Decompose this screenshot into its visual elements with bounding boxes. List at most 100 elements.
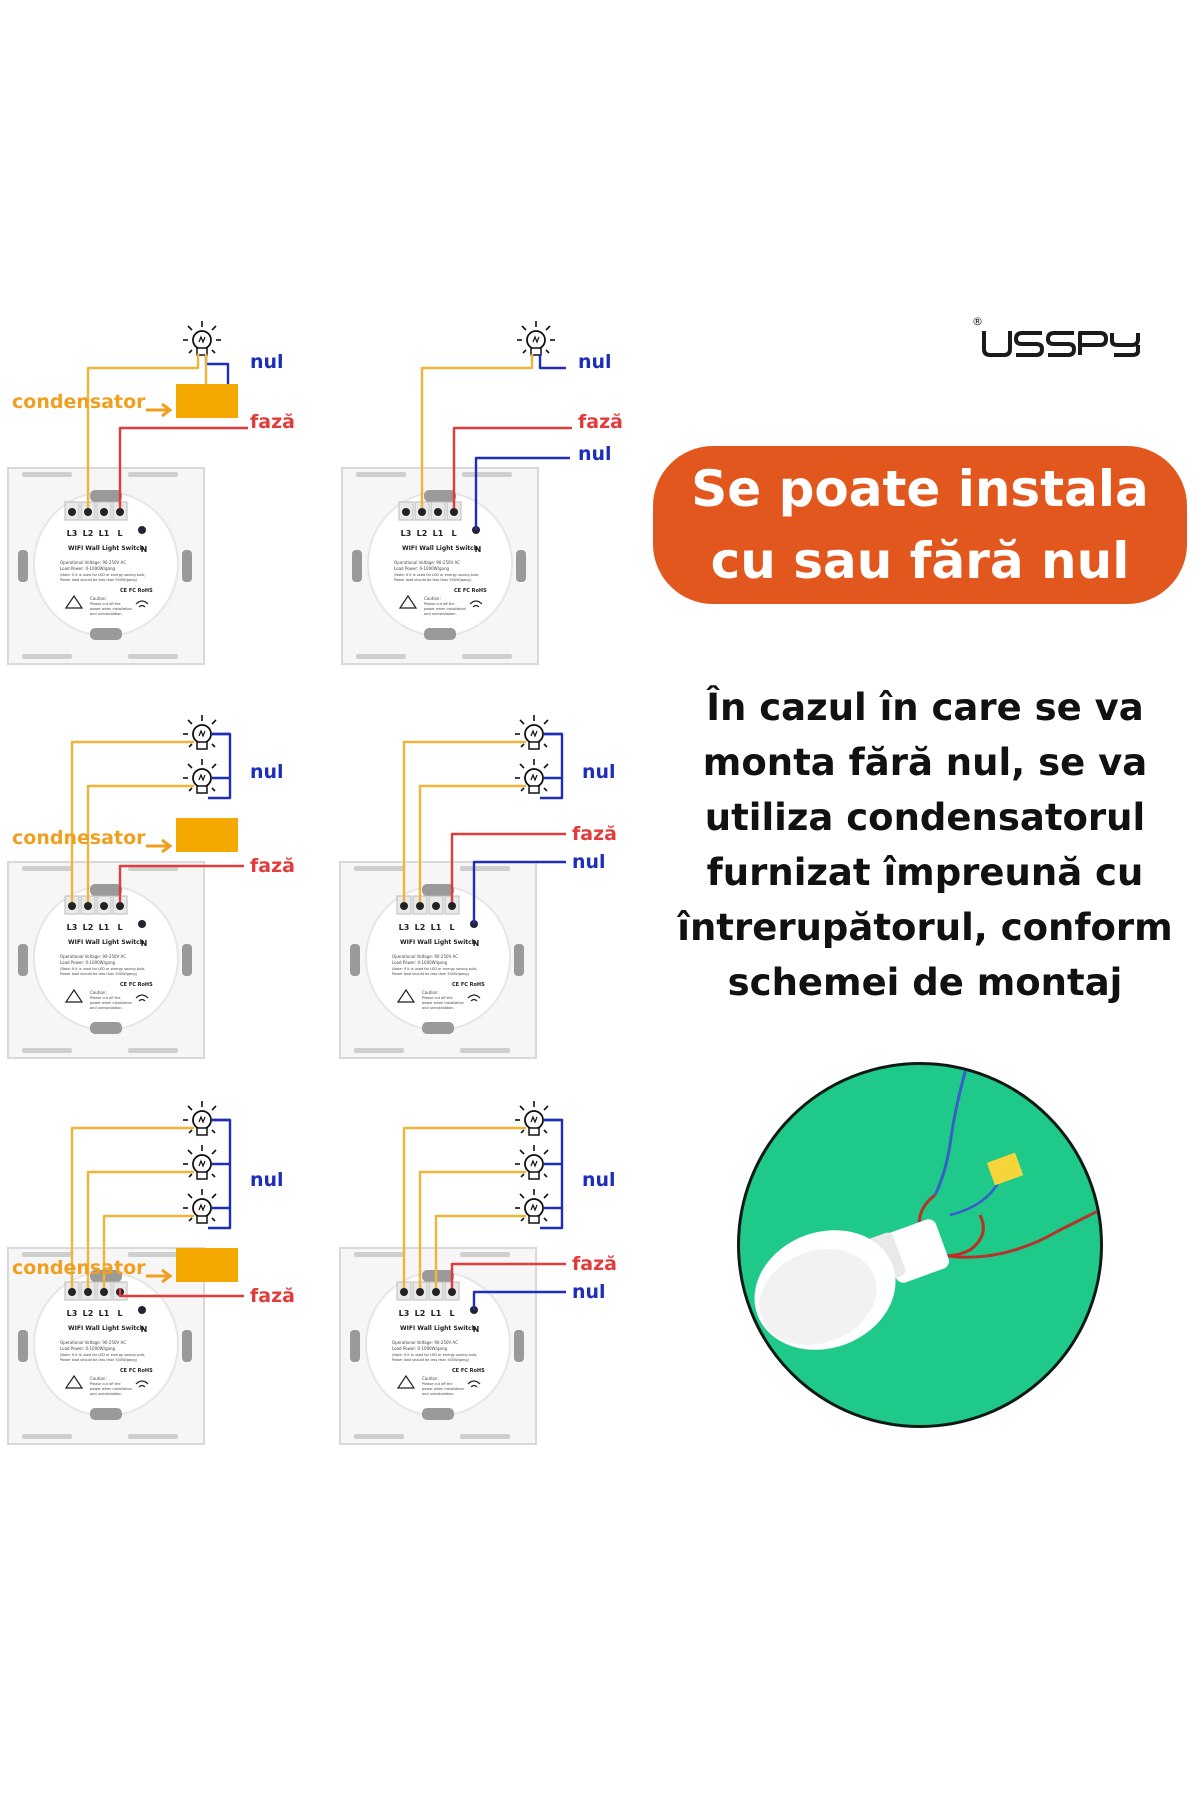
load-wire — [402, 1126, 526, 1288]
label-nul: nul — [578, 351, 612, 373]
terminal-label: L2 — [83, 1309, 94, 1318]
terminal-label: L2 — [417, 529, 428, 538]
label-condensator: condensator — [12, 1257, 146, 1279]
caution-text: Please cut off the — [90, 996, 121, 1000]
desc-line-3: utiliza condensatorul — [704, 796, 1146, 839]
switch-spec: (Note: If it is used for LED or energy s… — [392, 967, 477, 971]
label-nul: nul — [578, 443, 612, 465]
warning-icon — [396, 1374, 416, 1389]
desc-line-2: monta fără nul, se va — [702, 741, 1148, 784]
load-wire — [70, 1126, 194, 1288]
switch-title: WIFI Wall Light Switch — [68, 939, 144, 946]
terminal-screw — [416, 902, 424, 910]
phase-wire — [118, 1288, 244, 1298]
terminal-label: L1 — [431, 1309, 442, 1318]
switch-spec: Operational Voltage: 90-250V AC — [60, 954, 126, 959]
warning-icon — [64, 594, 84, 609]
terminal-label: N — [141, 1325, 148, 1334]
wifi-icon — [135, 600, 149, 608]
registered-mark: ® — [972, 315, 983, 328]
terminal-screw — [416, 1288, 424, 1296]
caution-text: power when installation — [90, 1387, 132, 1391]
caution-text: and uninstallation. — [90, 612, 123, 616]
switch-spec: Power load should be less than 500W/gang… — [392, 972, 470, 976]
neutral-bus — [540, 1118, 564, 1230]
capacitor — [176, 384, 238, 418]
switch-spec: Power load should be less than 500W/gang… — [60, 1358, 138, 1362]
bulb-icon — [515, 759, 553, 794]
bulb-icon — [515, 1189, 553, 1224]
neutral-wire-n — [474, 456, 570, 530]
terminal-screw — [68, 1288, 76, 1296]
terminal-screw — [400, 1288, 408, 1296]
switch-spec: Load Power: 0-1000W/gang — [60, 960, 116, 965]
terminal-label: L2 — [415, 923, 426, 932]
terminal-label: L — [117, 1309, 122, 1318]
phase-wire — [452, 426, 572, 508]
load-wire — [418, 1170, 526, 1288]
caution-text: and uninstallation. — [90, 1006, 123, 1010]
switch-title: WIFI Wall Light Switch — [400, 1325, 476, 1332]
switch-spec: Load Power: 0-1000W/gang — [60, 566, 116, 571]
label-faza: fază — [250, 1285, 295, 1307]
load-wire — [102, 1214, 194, 1288]
switch-spec: Operational Voltage: 90-250V AC — [394, 560, 460, 565]
terminal-screw — [68, 508, 76, 516]
caution-text: and uninstallation. — [422, 1392, 455, 1396]
terminal-screw — [400, 902, 408, 910]
brand-logo: ® — [972, 315, 1180, 363]
desc-line-5: întrerupătorul, conform — [677, 906, 1173, 949]
terminal-screw — [418, 508, 426, 516]
wifi-icon — [135, 994, 149, 1002]
terminal-screw — [84, 508, 92, 516]
cert-marks: CE FC RoHS — [120, 1368, 153, 1374]
terminal-screw — [432, 1288, 440, 1296]
label-nul: nul — [250, 761, 284, 783]
capacitor — [176, 818, 238, 852]
caution-text: power when installation — [422, 1387, 464, 1391]
switch-spec: Load Power: 0-1000W/gang — [392, 960, 448, 965]
terminal-screw — [84, 902, 92, 910]
switch-title: WIFI Wall Light Switch — [400, 939, 476, 946]
terminal-label: L1 — [99, 923, 110, 932]
switch-spec: Load Power: 0-1000W/gang — [60, 1346, 116, 1351]
warning-icon — [398, 594, 418, 609]
caution-text: and uninstallation. — [422, 1006, 455, 1010]
load-wire — [70, 740, 194, 902]
phase-wire — [450, 832, 566, 902]
terminal-label: L — [449, 1309, 454, 1318]
switch-spec: Load Power: 0-1000W/gang — [394, 566, 450, 571]
bulb-icon — [183, 321, 221, 356]
wifi-icon — [467, 1380, 481, 1388]
bulb-icon — [183, 1189, 221, 1224]
caution-text: Please cut off the — [90, 1382, 121, 1386]
desc-line-1: În cazul în care se va — [706, 686, 1144, 729]
terminal-screw — [448, 902, 456, 910]
terminal-label: L1 — [433, 529, 444, 538]
warning-icon — [64, 1374, 84, 1389]
switch-spec: Operational Voltage: 90-250V AC — [60, 560, 126, 565]
cert-marks: CE FC RoHS — [120, 588, 153, 594]
neutral-bus — [540, 732, 564, 800]
capacitor — [176, 1248, 238, 1282]
label-nul: nul — [582, 1169, 616, 1191]
terminal-screw — [116, 902, 124, 910]
terminal-screw — [434, 508, 442, 516]
caution-text: Please cut off the — [424, 602, 455, 606]
terminal-label: L3 — [67, 1309, 78, 1318]
bulb-icon — [515, 1101, 553, 1136]
terminal-label: L1 — [431, 923, 442, 932]
terminal-label: L3 — [399, 1309, 410, 1318]
terminal-screw — [432, 902, 440, 910]
caution-text: and uninstallation. — [424, 612, 457, 616]
wifi-icon — [135, 1380, 149, 1388]
label-nul: nul — [250, 351, 284, 373]
caution-text: Please cut off the — [422, 996, 453, 1000]
